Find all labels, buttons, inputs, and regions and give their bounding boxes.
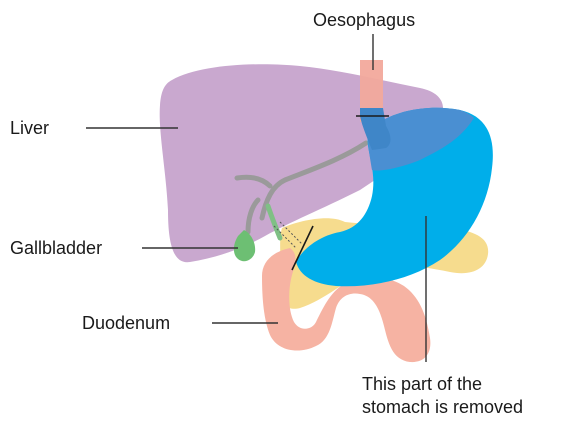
oesophagus-label: Oesophagus — [313, 9, 415, 31]
gallbladder-label: Gallbladder — [10, 237, 102, 259]
removed-part-label: This part of the stomach is removed — [362, 373, 523, 419]
removed-part-label-line2: stomach is removed — [362, 396, 523, 419]
removed-part-label-line1: This part of the — [362, 373, 523, 396]
liver-label: Liver — [10, 117, 49, 139]
duodenum-label: Duodenum — [82, 312, 170, 334]
